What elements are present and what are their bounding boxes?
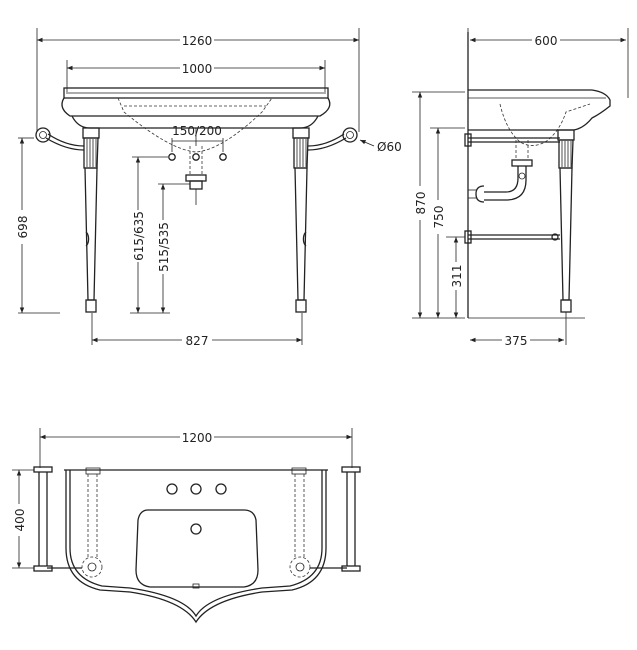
dim-375: 375 — [470, 312, 567, 348]
dim-698: 698 — [16, 137, 40, 314]
dim-311: 311 — [446, 236, 465, 318]
side-trap — [468, 140, 533, 203]
dim-615-635: 615/635 — [132, 156, 168, 313]
side-rails — [464, 133, 560, 244]
front-basin — [61, 87, 331, 153]
front-taps-waste — [168, 128, 227, 205]
plan-towel-rails — [33, 466, 361, 572]
front-right-leg — [292, 127, 310, 313]
dim-870: 870 — [412, 91, 465, 319]
side-leg — [557, 129, 575, 313]
dim-1000: 1000 — [66, 60, 326, 92]
front-towel-rail — [35, 127, 358, 151]
plan-view: 1200 400 — [12, 428, 361, 624]
side-view: 600 870 750 311 375 — [412, 28, 629, 348]
front-wall-brackets — [85, 231, 307, 247]
plan-left-legs — [81, 467, 103, 578]
dim-698-label: 698 — [16, 216, 30, 239]
dim-827-label: 827 — [186, 334, 209, 348]
dim-750-label: 750 — [432, 206, 446, 229]
dim-515-535-label: 515/535 — [157, 222, 171, 272]
dim-150-200: 150/200 — [171, 124, 224, 152]
dim-615-635-label: 615/635 — [132, 211, 146, 261]
dim-600-label: 600 — [535, 34, 558, 48]
dim-311-label: 311 — [450, 265, 464, 288]
dim-ø60: Ø60 — [359, 139, 402, 154]
dim-1260-label: 1260 — [182, 34, 213, 48]
dim-827: 827 — [91, 313, 303, 348]
dim-400-label: 400 — [13, 509, 27, 532]
dim-1000-label: 1000 — [182, 62, 213, 76]
dim-1200: 1200 — [39, 428, 353, 468]
dim-400: 400 — [12, 469, 34, 569]
front-left-leg — [82, 127, 100, 313]
front-view: 1260 1000 150/200 Ø60 698 — [16, 28, 402, 348]
dim-1260: 1260 — [36, 28, 360, 132]
dim-ø60-label: Ø60 — [377, 140, 402, 154]
dim-150-200-label: 150/200 — [172, 124, 222, 138]
dim-375-label: 375 — [505, 334, 528, 348]
dim-1200-label: 1200 — [182, 431, 213, 445]
plan-right-legs — [289, 467, 311, 578]
side-basin — [468, 89, 611, 146]
dim-600: 600 — [467, 28, 629, 98]
plan-tap-holes — [166, 483, 227, 495]
dim-750: 750 — [430, 127, 465, 318]
dim-515-535: 515/535 — [157, 183, 190, 313]
plan-basin-outline — [64, 469, 328, 624]
dim-870-label: 870 — [414, 192, 428, 215]
plan-basin-bowl — [135, 509, 259, 589]
